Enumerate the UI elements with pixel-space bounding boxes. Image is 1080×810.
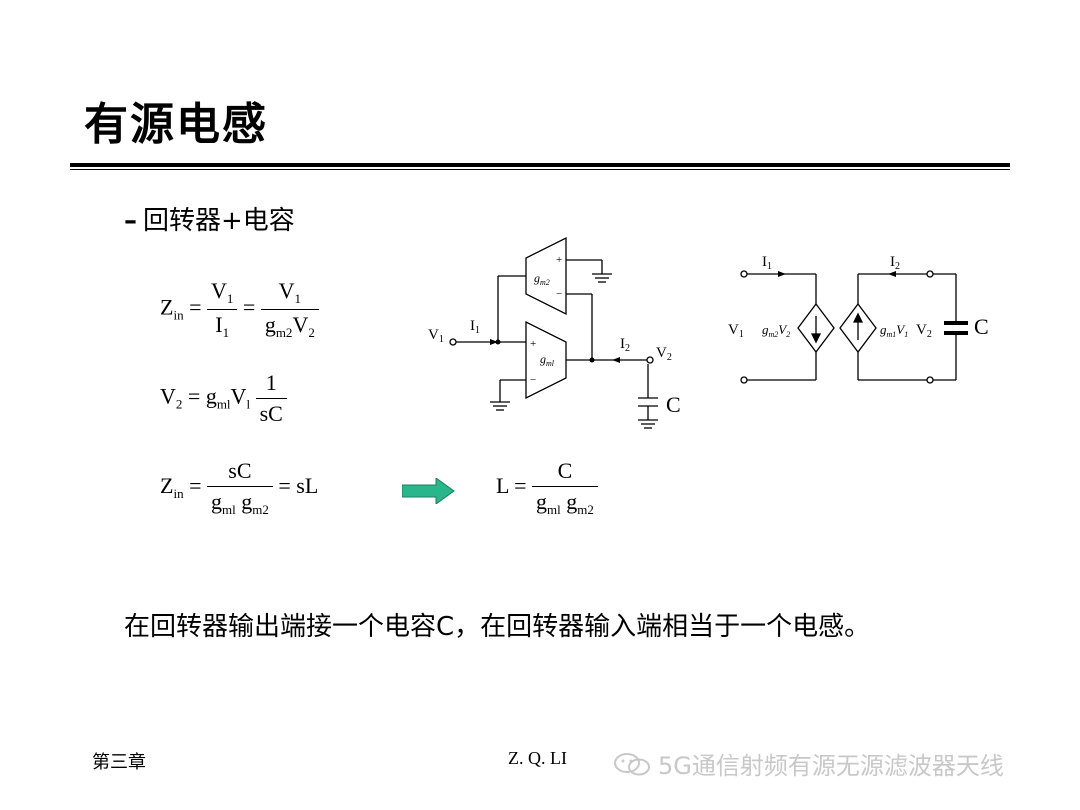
gyrator-circuit-diagram: + − + − gm2 gml V1 I1 I2 V2 C <box>428 236 681 429</box>
svg-text:I1: I1 <box>762 254 772 272</box>
svg-text:gml: gml <box>540 352 555 368</box>
svg-text:+: + <box>530 338 536 350</box>
svg-text:gm1V1: gm1V1 <box>880 322 908 339</box>
slide-caption: 在回转器输出端接一个电容C，在回转器输入端相当于一个电感。 <box>124 612 871 642</box>
svg-text:C: C <box>666 392 681 417</box>
svg-text:+: + <box>556 254 562 266</box>
footer-chapter: 第三章 <box>92 752 146 773</box>
watermark: 5G通信射频有源无源滤波器天线 <box>612 746 1004 781</box>
svg-text:I2: I2 <box>620 336 630 354</box>
footer-author: Z. Q. LI <box>508 748 567 768</box>
svg-text:I1: I1 <box>470 318 480 336</box>
title-rule-thin <box>70 169 1010 170</box>
svg-text:V1: V1 <box>728 322 744 340</box>
title-rule-thick <box>70 163 1010 167</box>
svg-text:−: − <box>556 288 562 300</box>
slide-title: 有源电感 <box>84 99 268 150</box>
svg-text:I2: I2 <box>890 254 900 272</box>
svg-text:gm2: gm2 <box>534 271 550 287</box>
bullet-text: 回转器+电容 <box>143 206 295 236</box>
svg-text:gm2V2: gm2V2 <box>762 322 790 339</box>
equivalent-circuit-diagram: I1 I2 V1 gm2V2 gm1V1 V2 C <box>728 254 989 384</box>
watermark-text: 5G通信射频有源无源滤波器天线 <box>658 752 1004 780</box>
svg-text:C: C <box>974 314 989 339</box>
implies-arrow-icon <box>402 478 455 504</box>
svg-text:−: − <box>530 374 536 386</box>
svg-text:V2: V2 <box>656 345 672 363</box>
bullet-dash: – <box>124 206 137 236</box>
svg-text:V2: V2 <box>916 322 932 340</box>
svg-text:V1: V1 <box>428 327 444 345</box>
bullet-item: –回转器+电容 <box>124 200 295 237</box>
wechat-icon <box>614 752 650 775</box>
